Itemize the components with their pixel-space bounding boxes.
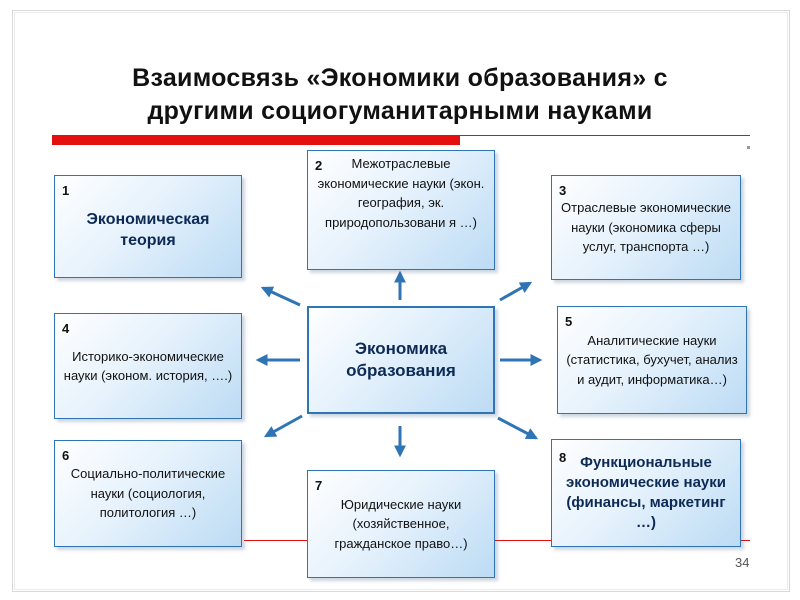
box-text: Межотраслевые экономические науки (экон.… <box>317 156 485 230</box>
box-number: 3 <box>559 183 567 198</box>
box-text: Социально-политические науки (социология… <box>70 466 226 521</box>
center-label: Экономика образования <box>346 339 456 380</box>
box-number: 4 <box>62 321 70 336</box>
box-number: 7 <box>315 478 323 493</box>
box-number: 8 <box>559 450 567 465</box>
box-3: 3 Отраслевые экономические науки (эконом… <box>551 175 741 280</box>
box-number: 2 <box>315 158 323 173</box>
arrow-icon <box>497 416 539 440</box>
decor-square <box>747 146 750 149</box>
box-text: Юридические науки (хозяйственное, гражда… <box>334 496 468 551</box>
box-5: 5 Аналитические науки (статистика, бухуч… <box>557 306 747 414</box>
box-number: 1 <box>62 183 70 198</box>
box-text: Экономическая теория <box>86 210 210 249</box>
box-6: 6 Социально-политические науки (социолог… <box>54 440 242 547</box>
box-4: 4 Историко-экономические науки (эконом. … <box>54 313 242 419</box>
title-line-2: другими социогуманитарными науками <box>147 97 653 125</box>
center-box: Экономика образования <box>307 306 495 414</box>
box-8: 8 Функциональные экономические науки (фи… <box>551 439 741 547</box>
slide-title: Взаимосвязь «Экономики образования» с др… <box>60 62 740 128</box>
page-number: 34 <box>735 555 750 570</box>
title-underline-bar <box>52 135 460 145</box>
box-7: 7 Юридические науки (хозяйственное, граж… <box>307 470 495 578</box>
box-1: 1 Экономическая теория <box>54 175 242 278</box>
box-text: Функциональные экономические науки (фина… <box>565 454 726 531</box>
box-text: Отраслевые экономические науки (экономик… <box>561 200 731 255</box>
box-number: 6 <box>62 448 70 463</box>
box-text: Историко-экономические науки (эконом. ис… <box>63 348 233 384</box>
box-2: 2 Межотраслевые экономические науки (эко… <box>307 150 495 270</box>
slide-frame-inner <box>14 12 788 590</box>
slide-frame <box>12 10 790 592</box>
box-text: Аналитические науки (статистика, бухучет… <box>566 332 738 387</box>
box-number: 5 <box>565 314 573 329</box>
bottom-rule <box>244 540 750 541</box>
title-line-1: Взаимосвязь «Экономики образования» с <box>132 64 668 92</box>
arrow-icon <box>263 414 303 438</box>
title-underline-line <box>460 135 750 136</box>
arrow-icon <box>260 286 301 307</box>
arrow-icon <box>499 281 533 302</box>
